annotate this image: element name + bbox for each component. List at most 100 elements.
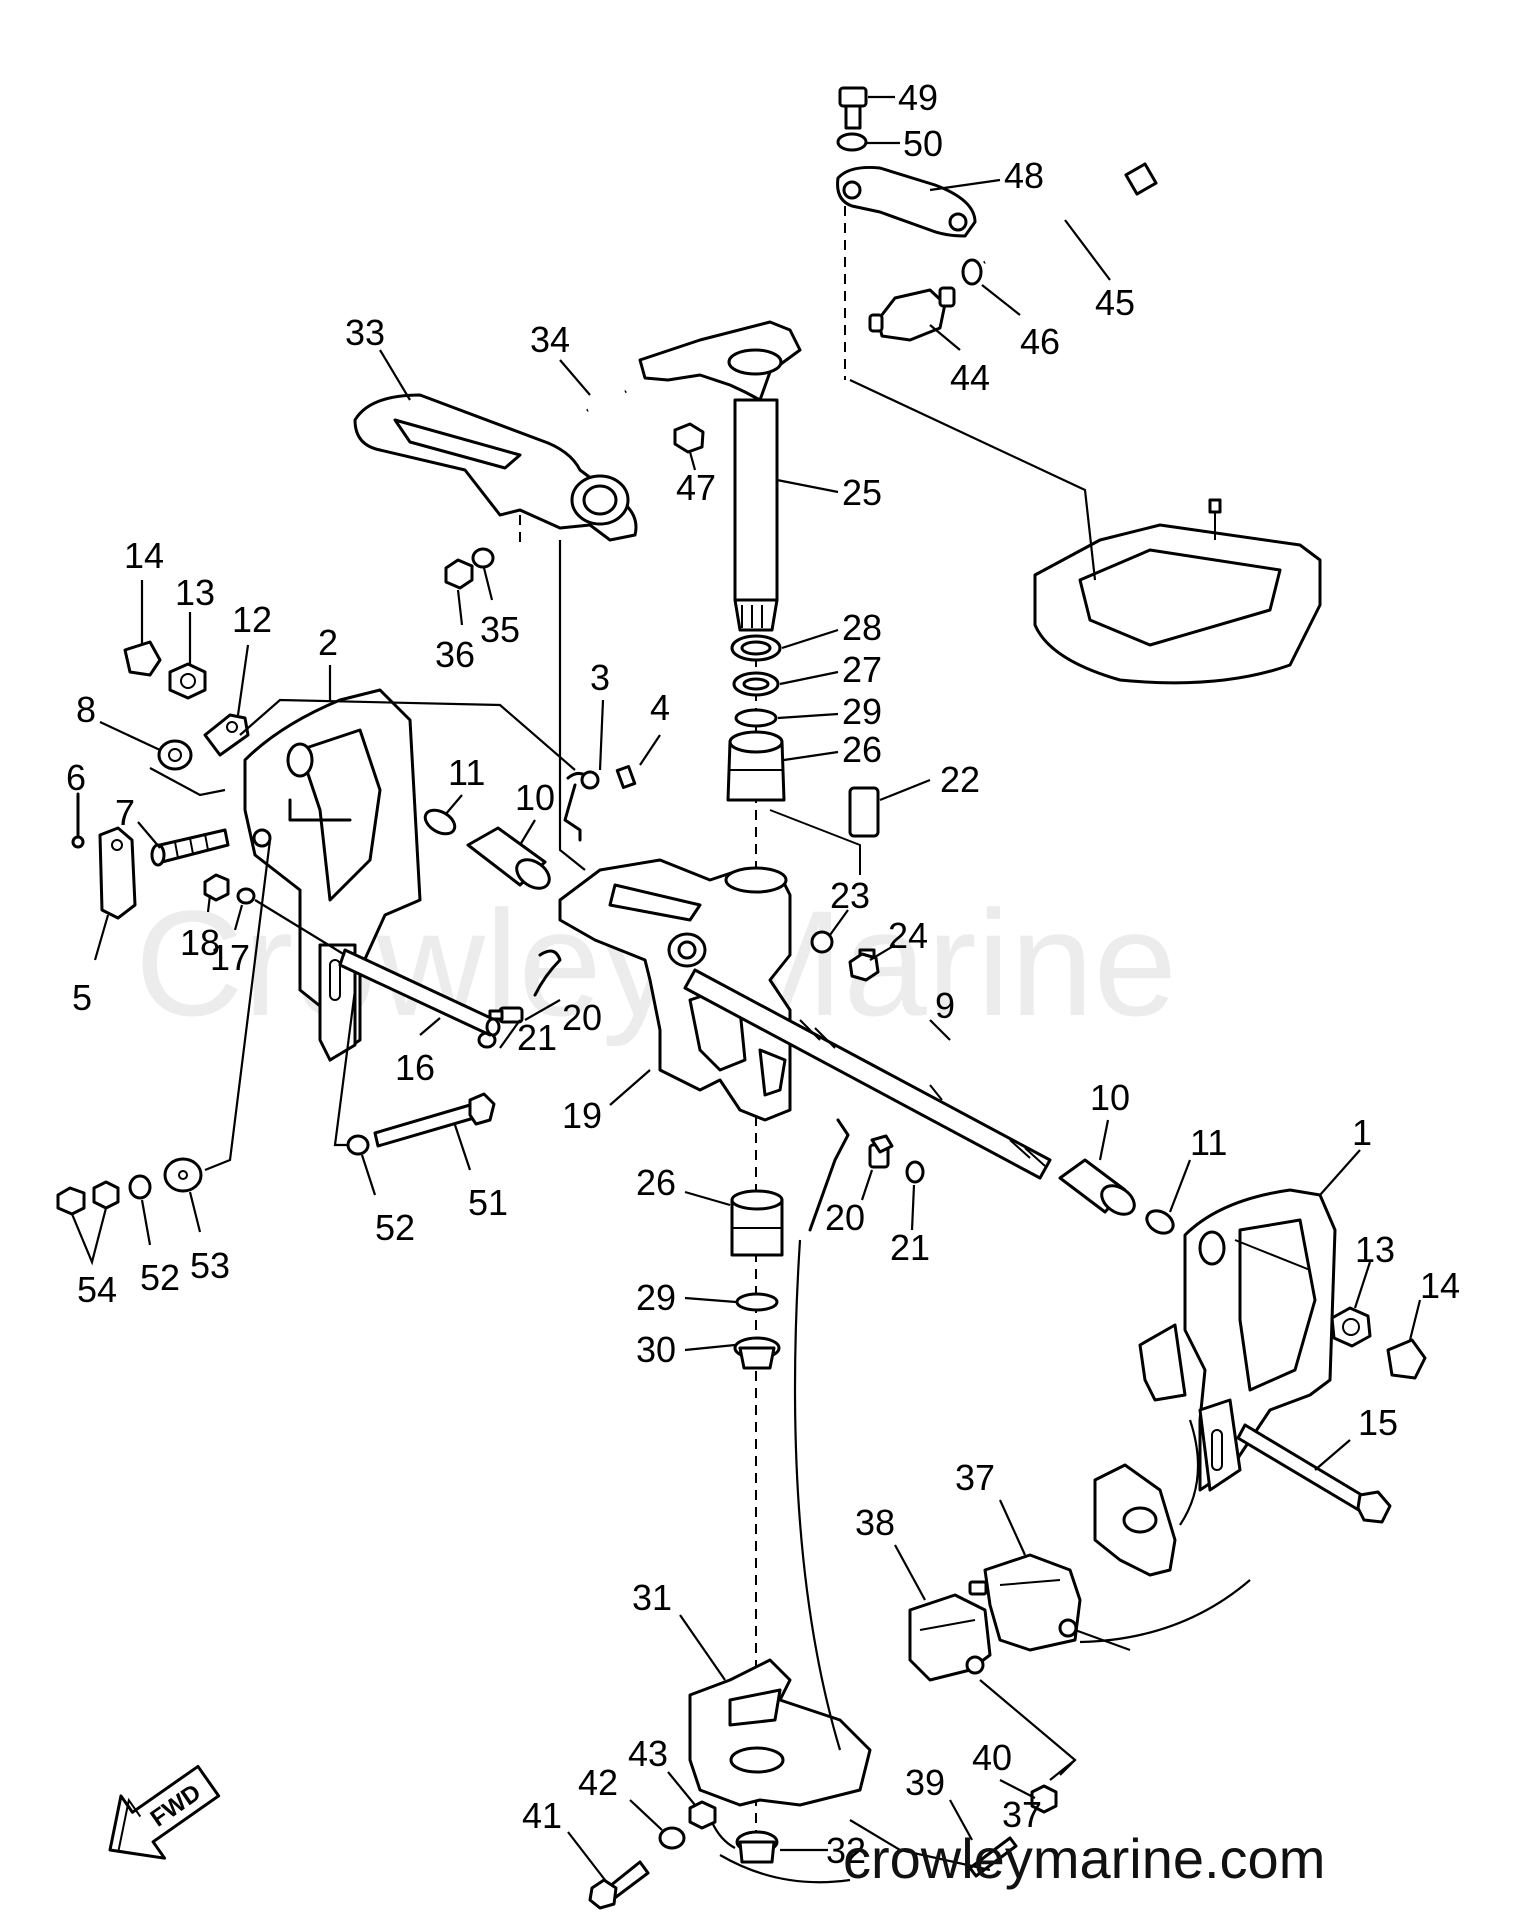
callout-24: 24 (888, 915, 928, 956)
part-41-bolt (588, 1860, 650, 1910)
callout-37-lower: 37 (1002, 1794, 1042, 1835)
part-11-washer-right (1145, 1209, 1175, 1235)
callout-10-right: 10 (1090, 1077, 1130, 1118)
callout-5: 5 (72, 977, 92, 1018)
callout-2: 2 (318, 622, 338, 663)
part-36-nut (444, 558, 474, 590)
part-6-pin (71, 792, 85, 849)
callout-11-left: 11 (448, 752, 485, 793)
part-9-tilt-tube (683, 968, 1052, 1180)
callout-51: 51 (468, 1182, 508, 1223)
callout-26-lower: 26 (636, 1162, 676, 1203)
part-38-mount (908, 1593, 992, 1682)
part-25-steering-shaft (638, 320, 802, 632)
callout-29-lower: 29 (636, 1277, 676, 1318)
fwd-arrow-icon: FWD (108, 1764, 221, 1860)
part-4-screw (615, 764, 637, 790)
callout-21-lower: 21 (890, 1227, 930, 1268)
callout-43: 43 (628, 1733, 668, 1774)
part-16-rod (338, 948, 501, 1037)
part-20-grease-nipple-upper (488, 1006, 524, 1024)
callout-33: 33 (345, 312, 385, 353)
part-13-nut-left (168, 662, 207, 700)
part-49-bolt (838, 86, 868, 130)
part-40-nut (1030, 1784, 1058, 1814)
callout-13-right: 13 (1355, 1229, 1395, 1270)
part-53-washer (163, 1157, 203, 1193)
callout-4: 4 (650, 687, 670, 728)
callout-20-lower: 20 (825, 1197, 865, 1238)
callout-9: 9 (935, 985, 955, 1026)
callout-37: 37 (955, 1457, 995, 1498)
part-7-screw (150, 828, 230, 867)
callout-12: 12 (232, 599, 272, 640)
part-47-nut (673, 422, 705, 454)
callout-26: 26 (842, 729, 882, 770)
callout-39: 39 (905, 1762, 945, 1803)
callout-6: 6 (66, 757, 86, 798)
part-26-bushing-lower (730, 1189, 784, 1257)
part-32-bushing (735, 1830, 779, 1864)
part-13-nut-right (1330, 1306, 1372, 1348)
callout-14-right: 14 (1420, 1265, 1460, 1306)
callout-17: 17 (210, 937, 250, 978)
part-39-bolt (968, 1836, 1018, 1878)
part-28-washer (730, 634, 782, 662)
part-10-bushing-right (1058, 1158, 1136, 1216)
part-52-washer-b (128, 1174, 152, 1200)
callout-29: 29 (842, 691, 882, 732)
callout-32: 32 (826, 1830, 866, 1871)
part-10-bushing-left (466, 826, 551, 890)
callout-1: 1 (1352, 1112, 1372, 1153)
callout-10-left: 10 (515, 777, 555, 818)
callout-45: 45 (1095, 282, 1135, 323)
callout-28: 28 (842, 607, 882, 648)
part-5-plate (98, 826, 137, 920)
part-45-bolt (983, 162, 1158, 264)
part-23-nut (810, 930, 834, 954)
callout-44: 44 (950, 357, 990, 398)
part-3-clip (563, 770, 600, 842)
part-18-nut (203, 873, 230, 902)
part-50-washer (836, 132, 868, 152)
part-12-plate (203, 713, 250, 757)
part-30-bushing (733, 1336, 781, 1370)
part-54-nuts (56, 1180, 120, 1216)
callout-42: 42 (578, 1762, 618, 1803)
part-8-grommet (157, 739, 193, 771)
part-17-washer (236, 887, 256, 905)
part-14-cap-left (123, 640, 162, 677)
callout-16: 16 (395, 1047, 435, 1088)
callout-23: 23 (830, 875, 870, 916)
callout-35: 35 (480, 609, 520, 650)
part-35-washer (471, 547, 495, 569)
callout-13-left: 13 (175, 572, 215, 613)
callout-48: 48 (1004, 155, 1044, 196)
callout-8: 8 (76, 689, 96, 730)
part-42-washer (658, 1826, 686, 1850)
part-31-lower-mount-housing (688, 1658, 872, 1807)
part-1-clamp-bracket (1138, 1188, 1337, 1492)
lower-bracket-casting (1093, 1463, 1177, 1577)
bottom-cowling (1033, 498, 1322, 685)
callout-22: 22 (940, 759, 980, 800)
part-29-oring-lower (735, 1292, 779, 1312)
part-33-steering-handle (353, 393, 638, 542)
callout-14-left: 14 (124, 535, 164, 576)
part-27-bushing (732, 671, 780, 697)
callout-54: 54 (77, 1269, 117, 1310)
part-26-bushing (726, 730, 786, 802)
callout-18: 18 (180, 922, 220, 963)
callout-36: 36 (435, 634, 475, 675)
callout-7: 7 (115, 792, 135, 833)
callout-49: 49 (898, 77, 938, 118)
part-37-mount (968, 1553, 1082, 1652)
part-22-pad (848, 786, 880, 838)
callout-3: 3 (590, 657, 610, 698)
part-46-washer (961, 258, 983, 286)
part-21-cap-lower (905, 1160, 925, 1184)
callout-38: 38 (855, 1502, 895, 1543)
part-51-bolt (373, 1092, 496, 1148)
callout-40: 40 (972, 1737, 1012, 1778)
callout-31: 31 (632, 1577, 672, 1618)
